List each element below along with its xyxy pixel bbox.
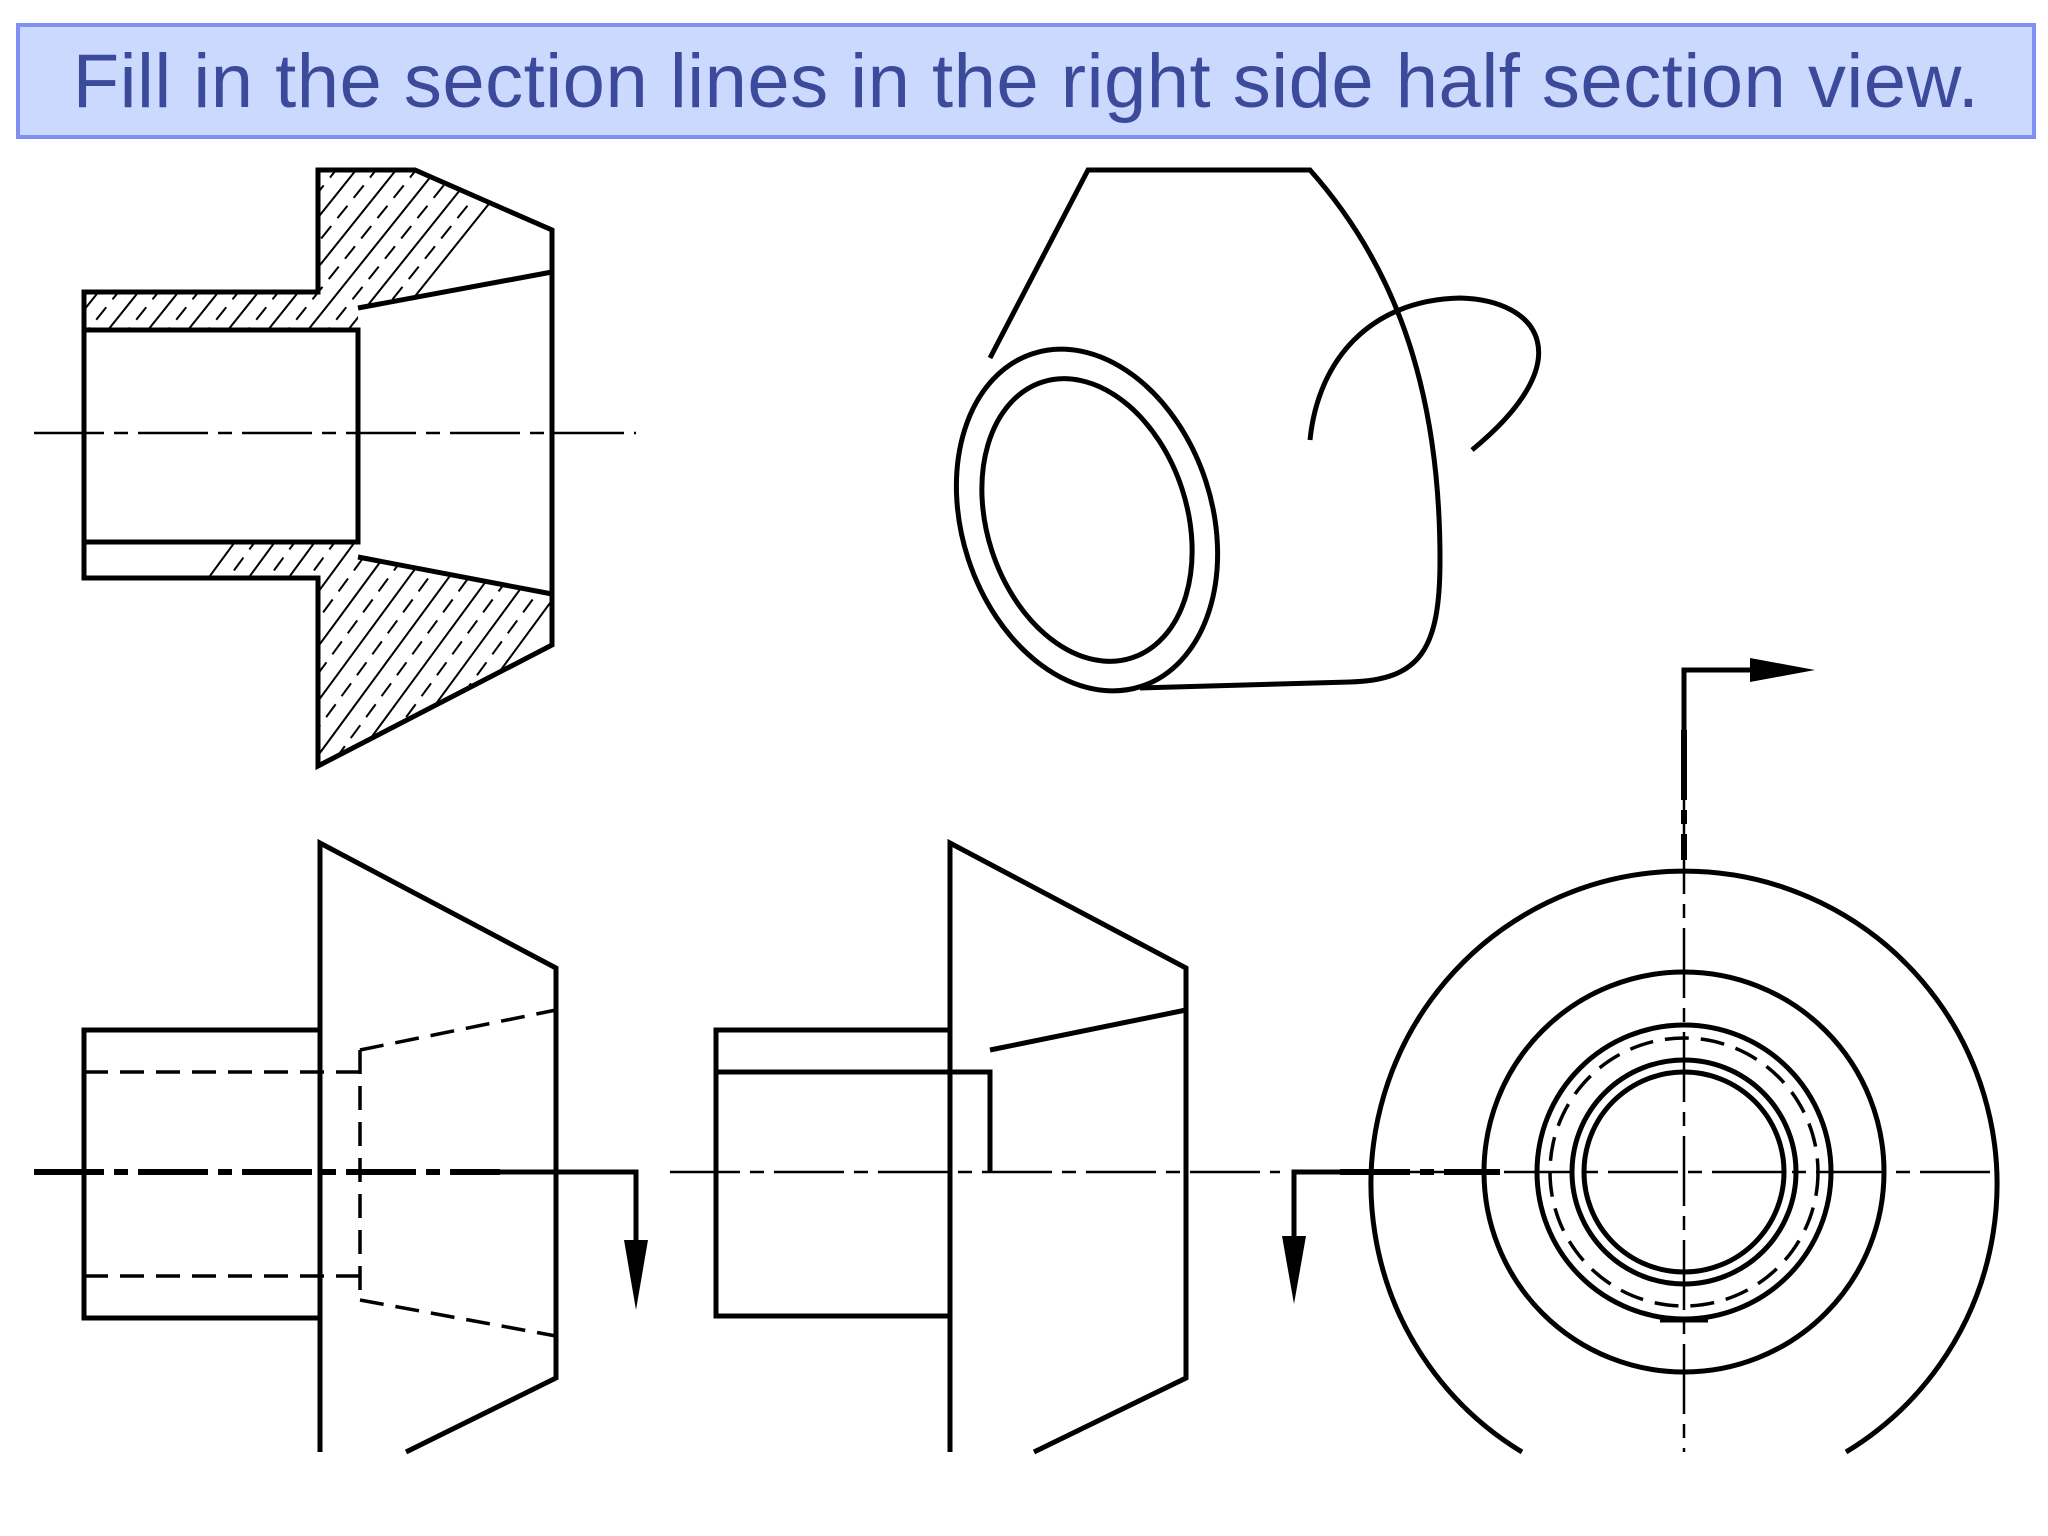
cutting-plane-arrow-left: [500, 1169, 639, 1250]
arrowhead-top: [1750, 658, 1815, 682]
iso-front-face-inner: [979, 376, 1195, 664]
example-bore: [84, 327, 361, 545]
front-hidden-cone-top: [359, 1008, 557, 1052]
iso-boss: [1307, 295, 1542, 452]
cutting-plane-arrow-right: [1291, 1169, 1340, 1240]
end-view: [1282, 658, 2000, 1455]
example-outline: [81, 167, 555, 771]
example-cone-bore: [357, 269, 553, 597]
half-section-view: [670, 838, 1280, 1455]
half-cone-bore-line: [989, 1007, 1187, 1053]
half-bore-section: [716, 1069, 993, 1172]
iso-front-face-outer: [953, 346, 1221, 694]
instruction-banner: Fill in the section lines in the right s…: [16, 23, 2036, 139]
example-section-view: [34, 167, 636, 771]
front-hidden-cone-bottom: [359, 1298, 557, 1338]
front-cone-outline: [317, 838, 559, 1455]
arrowhead-left: [624, 1240, 648, 1310]
cutting-plane-arrow-top: [1681, 667, 1760, 730]
iso-cone-body: [987, 167, 1443, 691]
instruction-text: Fill in the section lines in the right s…: [72, 38, 1980, 124]
half-cone-outline: [947, 838, 1189, 1455]
front-view: [34, 838, 648, 1455]
arrowhead-right: [1282, 1236, 1306, 1304]
isometric-view: [953, 167, 1542, 694]
